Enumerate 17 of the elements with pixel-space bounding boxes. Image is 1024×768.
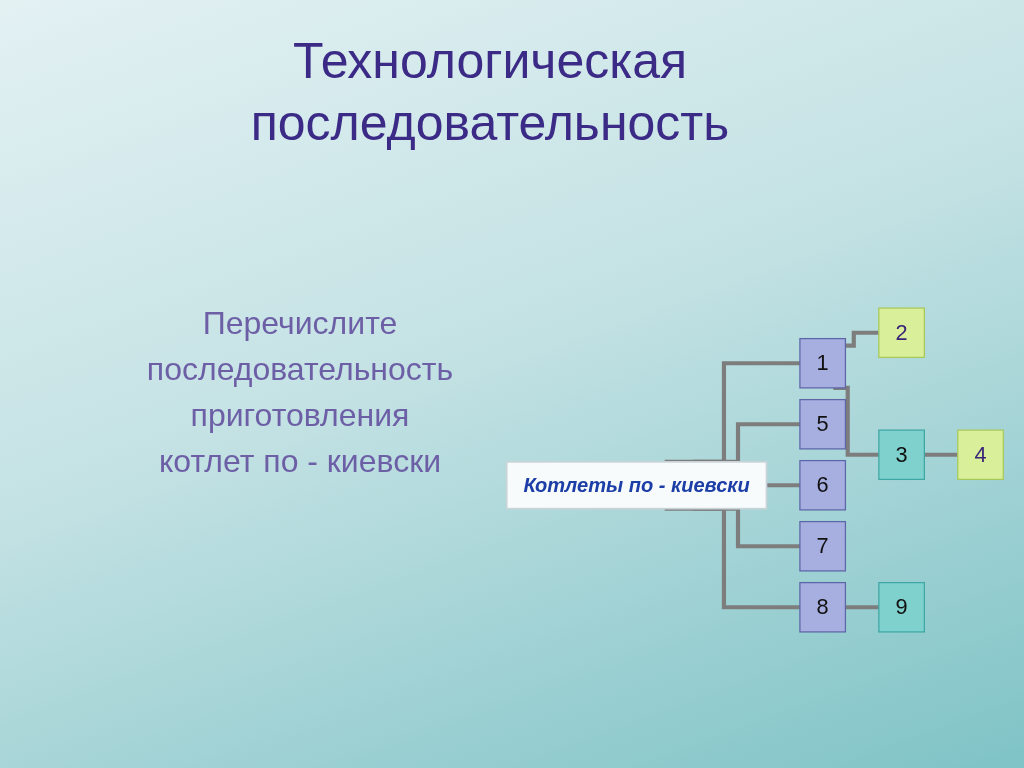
connector xyxy=(924,452,958,457)
node-box: Котлеты по - киевски xyxy=(505,461,768,510)
node-box: 3 xyxy=(878,429,925,481)
instruction-text: Перечислите последовательность приготовления котлет по - киевски xyxy=(145,304,455,481)
connector xyxy=(845,330,879,348)
connector xyxy=(766,483,800,488)
node-box: 7 xyxy=(799,520,847,572)
connector xyxy=(833,385,879,457)
node-box: 9 xyxy=(878,582,925,633)
node-box: 4 xyxy=(957,429,1004,481)
node-box: 5 xyxy=(799,398,847,450)
node-box: 1 xyxy=(799,337,847,389)
title: Технологическая последовательность xyxy=(249,32,731,153)
node-box: 8 xyxy=(799,582,847,633)
connector xyxy=(845,605,879,610)
node-box: 2 xyxy=(878,307,925,358)
node-box: 6 xyxy=(799,459,847,511)
